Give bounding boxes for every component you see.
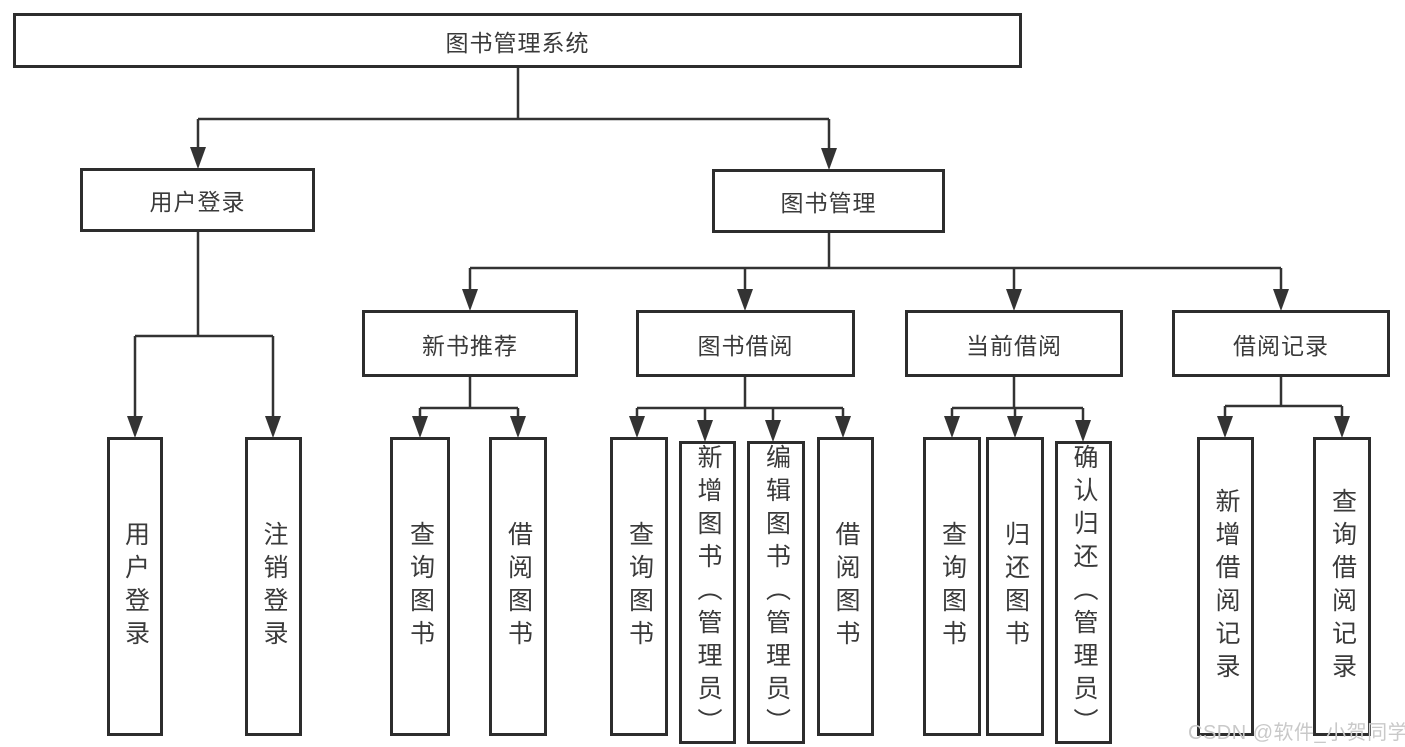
- node-borrowing-records-label: 借阅记录: [1233, 332, 1329, 359]
- node-new-book-recommend-label: 新书推荐: [422, 332, 518, 359]
- leaf-add-borrow-record-label: 新增借阅记录: [1212, 487, 1240, 686]
- leaf-borrow-books: 借阅图书: [817, 437, 874, 736]
- leaf-logout-label: 注销登录: [260, 520, 288, 653]
- leaf-query-books-borrowing-label: 查询图书: [625, 520, 654, 653]
- node-book-management-label: 图书管理: [780, 190, 877, 216]
- node-book-borrowing-label: 图书借阅: [697, 332, 794, 359]
- leaf-query-books-recommend-label: 查询图书: [406, 520, 435, 653]
- csdn-watermark: CSDN @软件_小贺同学: [1188, 722, 1405, 744]
- leaf-edit-books-admin: 编辑图书（管理员）: [747, 441, 805, 744]
- node-user-login: 用户登录: [80, 168, 315, 232]
- leaf-query-books-current-label: 查询图书: [938, 520, 967, 653]
- leaf-query-books-recommend: 查询图书: [390, 437, 450, 736]
- leaf-edit-books-admin-label: 编辑图书（管理员）: [762, 444, 791, 741]
- leaf-borrow-books-recommend: 借阅图书: [489, 437, 547, 736]
- leaf-add-books-admin-label: 新增图书（管理员）: [694, 444, 722, 741]
- node-user-login-label: 用户登录: [149, 189, 246, 215]
- node-borrowing-records: 借阅记录: [1172, 310, 1390, 377]
- leaf-query-books-current: 查询图书: [923, 437, 981, 736]
- arrowheads: [127, 147, 1350, 442]
- leaf-query-borrow-record-label: 查询借阅记录: [1328, 487, 1357, 686]
- leaf-logout: 注销登录: [245, 437, 302, 736]
- leaf-user-login: 用户登录: [107, 437, 163, 736]
- leaf-confirm-return-admin-label: 确认归还（管理员）: [1070, 444, 1098, 741]
- node-book-management: 图书管理: [712, 169, 945, 233]
- node-current-borrowing-label: 当前借阅: [966, 332, 1062, 359]
- leaf-return-books: 归还图书: [986, 437, 1044, 736]
- node-root-label: 图书管理系统: [445, 29, 590, 56]
- node-book-borrowing: 图书借阅: [636, 310, 855, 377]
- connector-path: [133, 68, 1344, 425]
- node-root: 图书管理系统: [13, 13, 1022, 68]
- leaf-borrow-books-label: 借阅图书: [832, 520, 860, 653]
- leaf-add-borrow-record: 新增借阅记录: [1197, 437, 1254, 736]
- node-new-book-recommend: 新书推荐: [362, 310, 578, 377]
- leaf-add-books-admin: 新增图书（管理员）: [679, 441, 736, 744]
- leaf-query-books-borrowing: 查询图书: [610, 437, 668, 736]
- leaf-confirm-return-admin: 确认归还（管理员）: [1055, 441, 1112, 744]
- leaf-query-borrow-record: 查询借阅记录: [1313, 437, 1371, 736]
- leaf-return-books-label: 归还图书: [1001, 520, 1030, 653]
- leaf-borrow-books-recommend-label: 借阅图书: [504, 520, 533, 653]
- node-current-borrowing: 当前借阅: [905, 310, 1123, 377]
- leaf-user-login-label: 用户登录: [121, 520, 150, 653]
